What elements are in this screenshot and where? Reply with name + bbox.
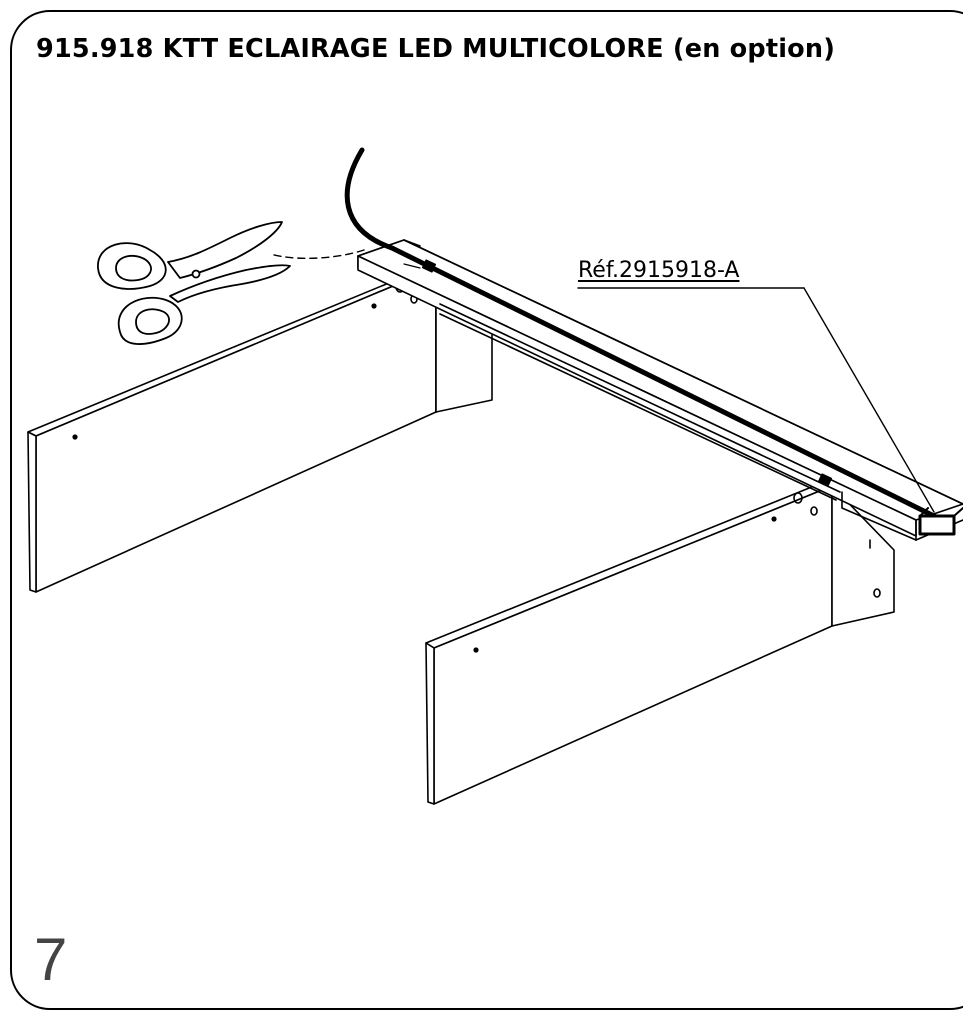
connector-box — [918, 507, 963, 536]
right-side-panel — [425, 481, 895, 805]
reference-label: Réf.2915918-A — [578, 258, 740, 283]
step-number: 7 — [34, 926, 68, 993]
left-side-panel — [27, 265, 480, 593]
scissors-icon — [97, 221, 291, 345]
led-strip — [269, 147, 941, 521]
reference-leader — [577, 287, 935, 513]
page-title: 915.918 KTT ECLAIRAGE LED MULTICOLORE (e… — [36, 34, 836, 64]
cable-end — [403, 263, 421, 269]
